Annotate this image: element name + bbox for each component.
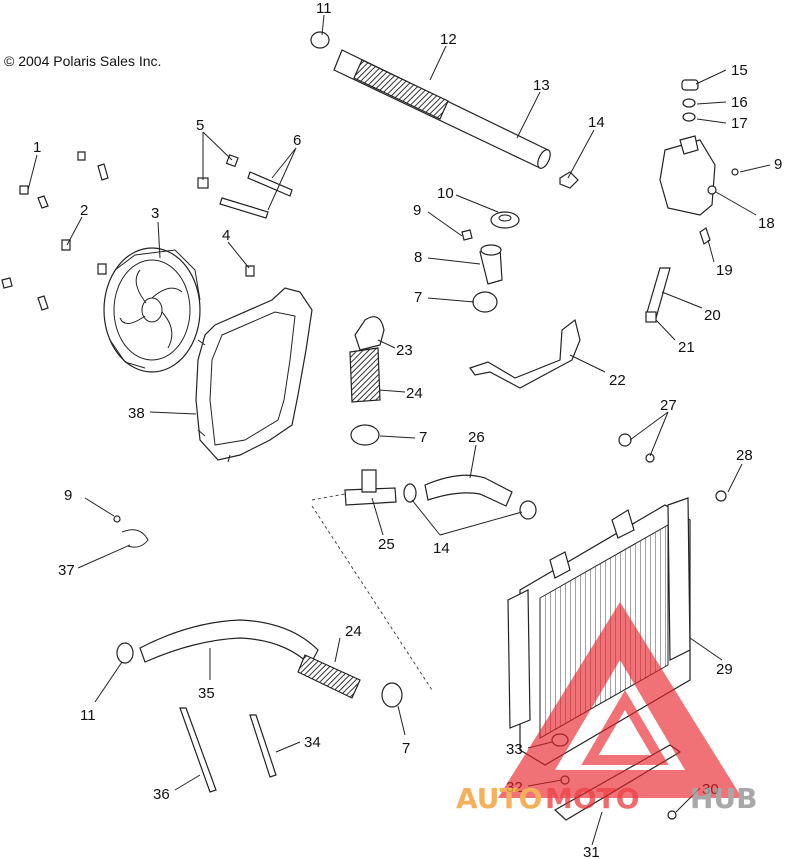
label-14-b: 14 <box>433 540 450 557</box>
label-34: 34 <box>304 734 321 751</box>
label-22: 22 <box>609 372 626 389</box>
copyright-notice: © 2004 Polaris Sales Inc. <box>4 53 162 69</box>
label-31: 31 <box>583 844 600 859</box>
rods <box>179 707 277 793</box>
watermark-text-hub: HUB <box>690 782 758 815</box>
label-15: 15 <box>731 62 748 79</box>
lower-hose-upper-section <box>349 316 385 446</box>
coolant-reservoir <box>659 79 739 216</box>
label-4: 4 <box>222 227 230 244</box>
watermark-text-moto: MOTO <box>545 782 640 815</box>
upper-radiator-hose <box>310 31 551 169</box>
leader-lines <box>27 14 771 846</box>
fan-shroud <box>195 287 313 463</box>
fan-mounting-hardware <box>1 151 255 311</box>
label-37: 37 <box>58 562 75 579</box>
bolts-and-spacers <box>197 154 293 219</box>
label-24-b: 24 <box>345 623 362 640</box>
label-23: 23 <box>396 342 413 359</box>
automotohub-watermark: AUTO MOTO HUB <box>456 602 758 815</box>
label-18: 18 <box>758 215 775 232</box>
label-19: 19 <box>716 262 733 279</box>
label-10: 10 <box>437 185 454 202</box>
label-1: 1 <box>33 139 41 156</box>
label-35: 35 <box>198 685 215 702</box>
label-9-c: 9 <box>64 487 72 504</box>
radiator-bracket <box>469 318 581 389</box>
filler-neck-assembly <box>461 211 520 313</box>
label-29: 29 <box>716 661 733 678</box>
label-11-a: 11 <box>316 0 332 17</box>
label-36: 36 <box>153 786 170 803</box>
label-2: 2 <box>80 202 88 219</box>
watermark-text-auto: AUTO <box>456 782 542 815</box>
fan-assembly <box>103 247 201 373</box>
label-17: 17 <box>731 115 748 132</box>
tee-fitting-and-hose <box>344 469 537 520</box>
label-7-b: 7 <box>419 429 427 446</box>
label-7-c: 7 <box>402 740 410 757</box>
label-26: 26 <box>468 429 485 446</box>
label-38: 38 <box>128 405 145 422</box>
label-8: 8 <box>414 249 422 266</box>
label-14-a: 14 <box>588 114 605 131</box>
label-33: 33 <box>506 741 523 758</box>
label-9-a: 9 <box>413 202 421 219</box>
label-21: 21 <box>678 339 695 356</box>
label-11-b: 11 <box>80 707 96 724</box>
label-7-a: 7 <box>414 289 422 306</box>
bracket-hardware-right <box>645 227 711 323</box>
label-9-b: 9 <box>774 156 782 173</box>
part-number-labels: 1 2 3 4 5 6 7 7 7 8 9 9 9 10 11 11 12 13… <box>33 0 782 859</box>
label-13: 13 <box>533 77 550 94</box>
lower-radiator-hose <box>116 619 403 708</box>
label-12: 12 <box>440 31 457 48</box>
label-28: 28 <box>736 447 753 464</box>
watermark-logo-triangle <box>498 602 742 798</box>
hose-clamp-top <box>559 171 579 189</box>
label-20: 20 <box>704 307 721 324</box>
wiring-clip <box>113 515 149 548</box>
label-6: 6 <box>293 132 301 149</box>
label-5: 5 <box>196 117 204 134</box>
label-24-a: 24 <box>406 385 423 402</box>
label-27: 27 <box>660 397 677 414</box>
label-3: 3 <box>151 205 159 222</box>
label-25: 25 <box>378 536 395 553</box>
label-16: 16 <box>731 94 748 111</box>
